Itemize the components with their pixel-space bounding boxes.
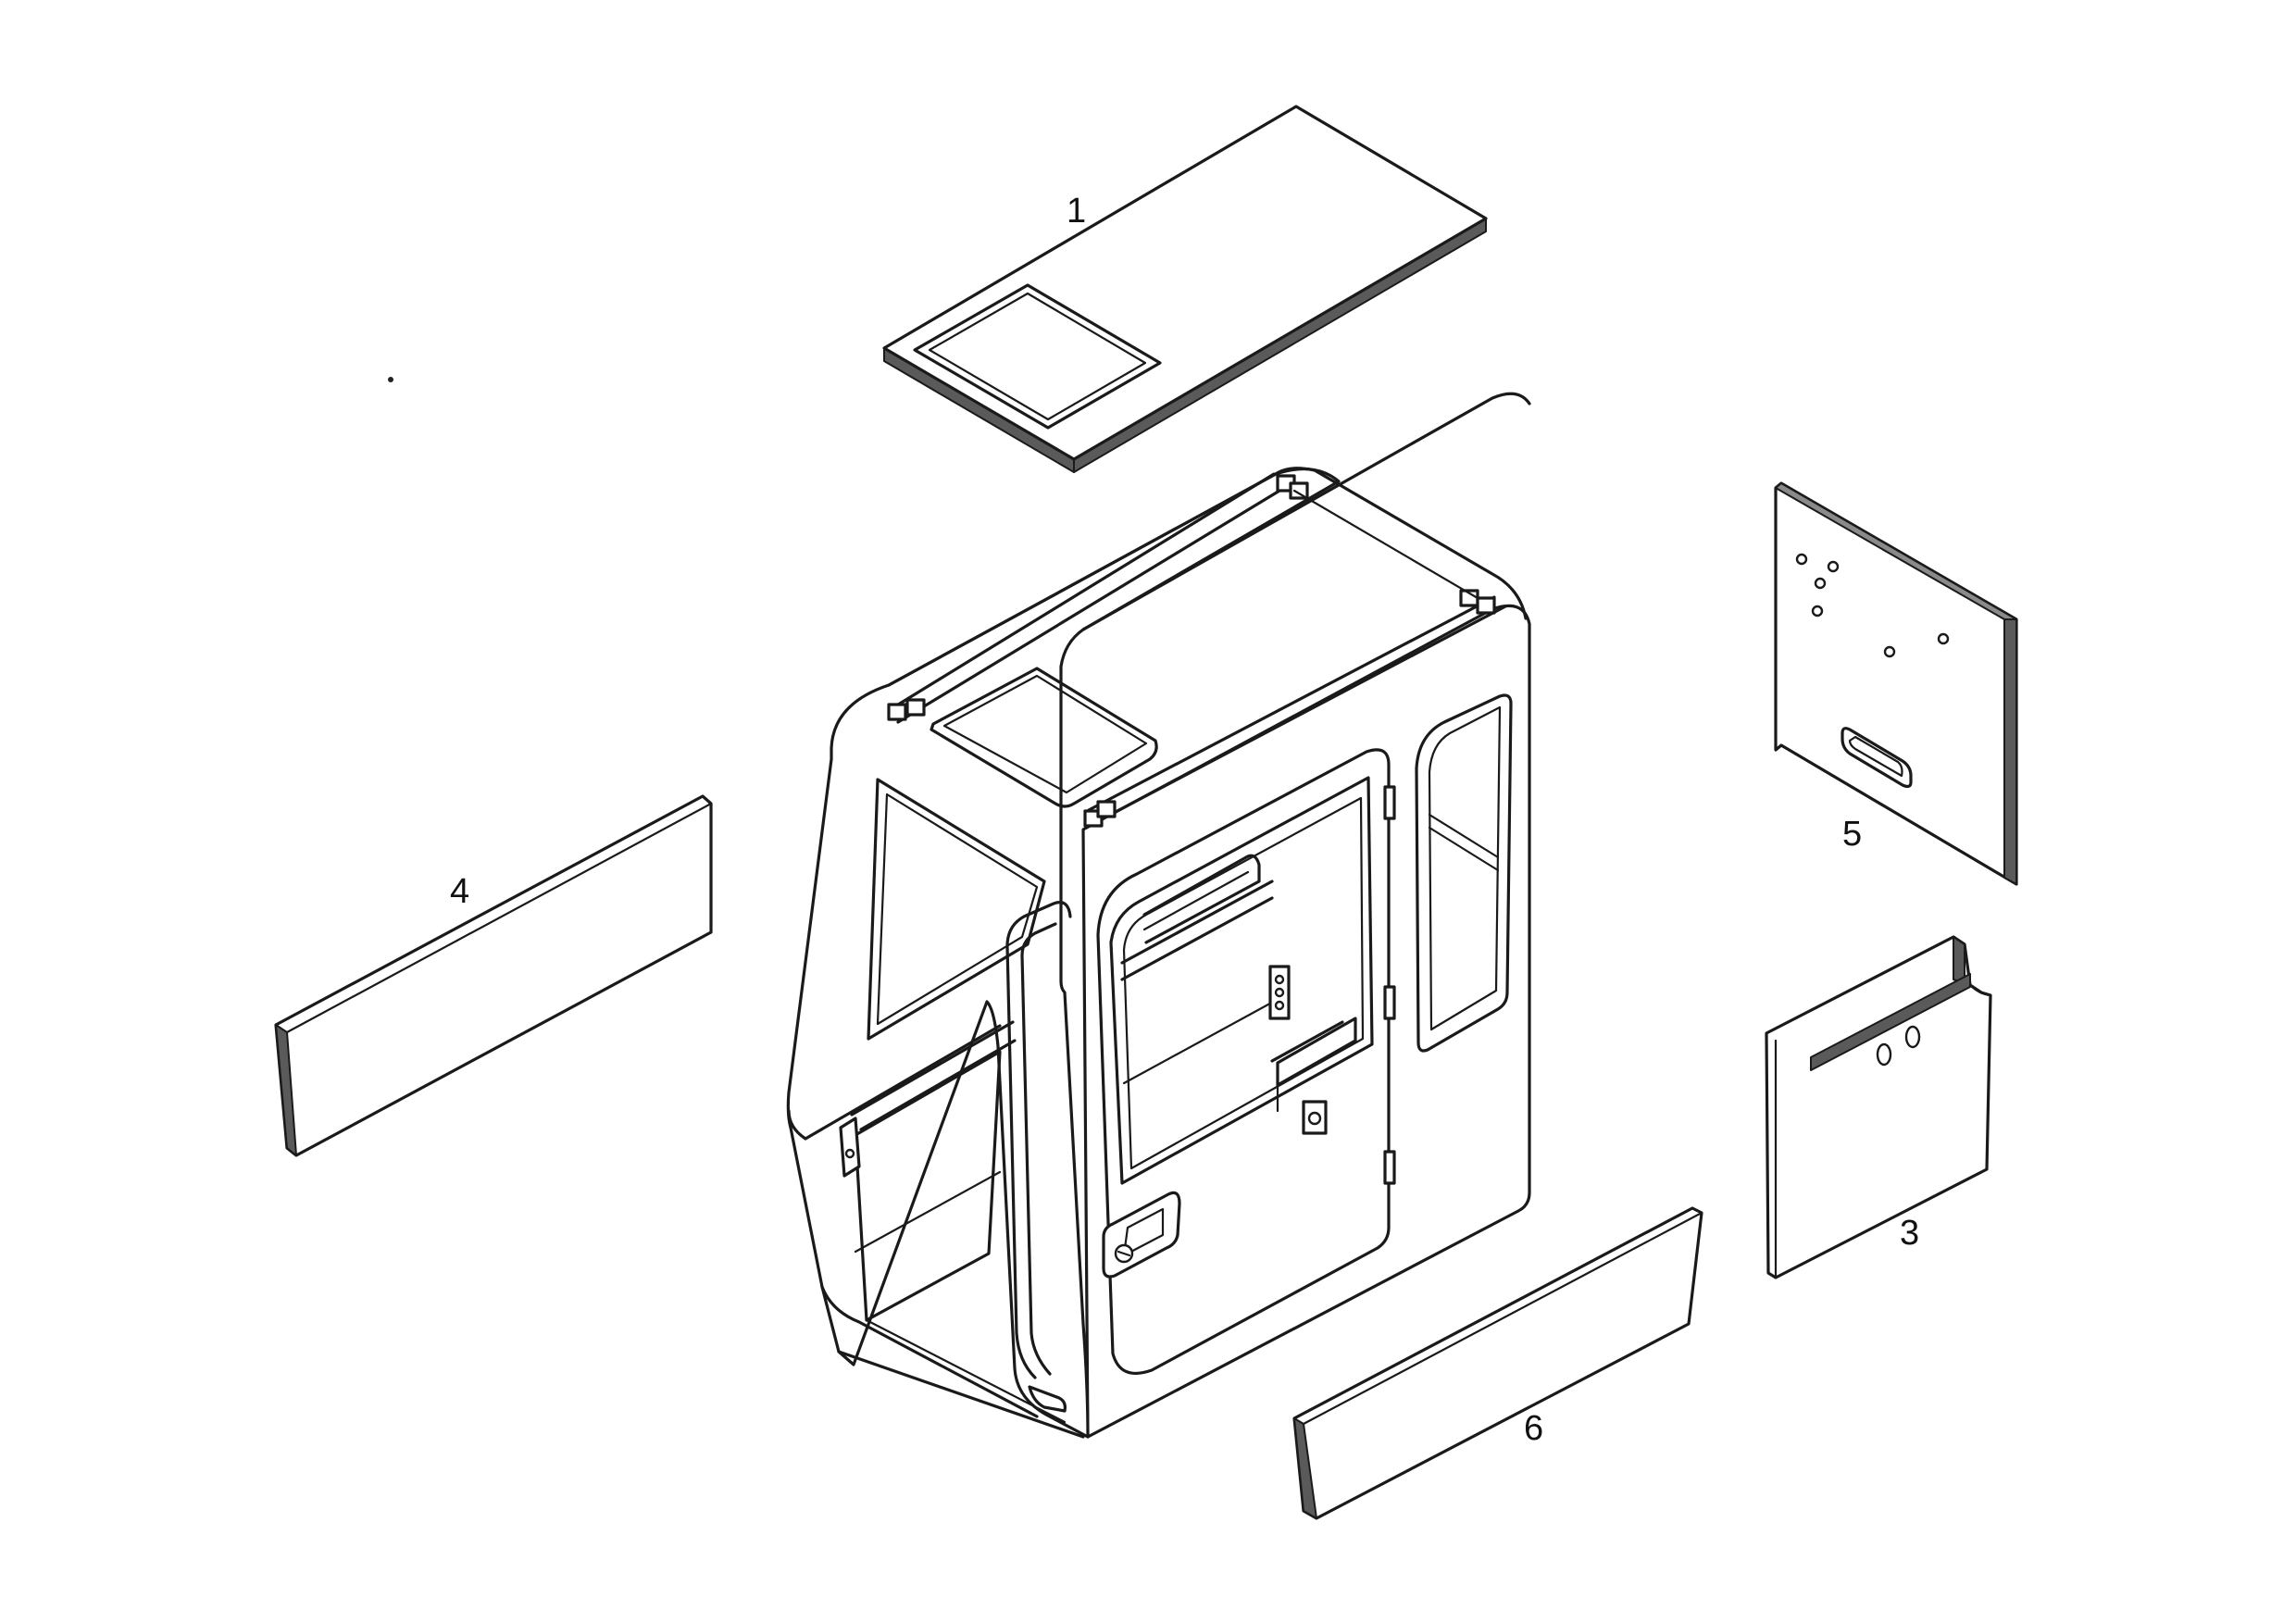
door-handle[interactable] — [1102, 1191, 1181, 1279]
bolt-hole — [1814, 577, 1827, 590]
cab-frame — [786, 392, 1531, 1439]
door-hinge — [1383, 785, 1396, 820]
side-panel[interactable] — [1774, 481, 2018, 886]
rear-panel[interactable] — [1765, 935, 1992, 1279]
callout-side-panel: 5 — [1842, 815, 1862, 854]
bolt-hole — [1811, 605, 1824, 618]
bolt-hole — [1827, 560, 1840, 573]
bracket — [905, 698, 926, 717]
bracket — [1476, 596, 1496, 615]
door-hinge — [1383, 1150, 1396, 1185]
stray-dot — [388, 377, 393, 382]
bolt-hole — [1904, 1025, 1921, 1049]
bracket — [887, 703, 907, 721]
bottom-panel[interactable] — [1292, 1206, 1703, 1520]
roof-panel[interactable] — [882, 105, 1488, 473]
callout-left-panel: 4 — [450, 872, 469, 911]
bracket — [1096, 800, 1117, 818]
hinge — [839, 1117, 861, 1178]
bolt-hole — [1795, 553, 1808, 566]
callout-bottom-panel: 6 — [1524, 1409, 1543, 1448]
left-panel[interactable] — [274, 794, 713, 1157]
door-hinge — [1383, 985, 1396, 1020]
bracket — [1289, 481, 1309, 500]
bolt-hole — [1937, 632, 1950, 645]
callout-rear-panel: 3 — [1900, 1214, 1919, 1253]
bolt-hole — [1876, 1042, 1892, 1067]
hinge-hole — [844, 1148, 855, 1159]
bolt-hole — [1883, 645, 1896, 658]
callout-roof-panel: 1 — [1067, 192, 1086, 231]
handle-cutout — [1841, 727, 1913, 789]
